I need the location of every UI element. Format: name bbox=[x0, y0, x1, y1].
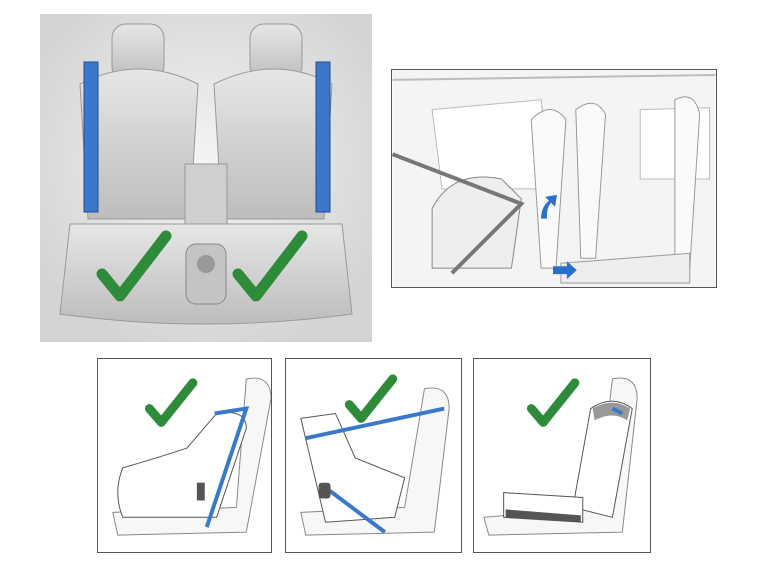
rear-facing-seat-illustration bbox=[97, 358, 272, 553]
arrow-right-icon bbox=[553, 261, 577, 280]
vehicle-seat bbox=[112, 377, 271, 536]
seat-back-folded bbox=[530, 109, 567, 269]
forward-facing-seat-illustration bbox=[285, 358, 462, 553]
center-armrest bbox=[184, 163, 228, 235]
child-seat bbox=[117, 412, 247, 518]
check-icon bbox=[144, 378, 198, 427]
check-icon bbox=[344, 374, 398, 423]
backrest-right bbox=[213, 68, 333, 220]
cushion bbox=[560, 252, 691, 284]
rear-seats-illustration bbox=[40, 14, 372, 342]
child-seat bbox=[431, 176, 522, 269]
booster-backrest bbox=[572, 400, 633, 518]
seat-back bbox=[674, 96, 701, 269]
seat-belt bbox=[611, 406, 624, 416]
seat-fold-illustration bbox=[391, 69, 717, 288]
seat-back bbox=[575, 102, 607, 259]
check-icon bbox=[232, 230, 308, 302]
seat-belt bbox=[324, 486, 387, 534]
seat-belt bbox=[392, 152, 525, 275]
cup-holder bbox=[185, 243, 227, 305]
buckle bbox=[196, 482, 205, 501]
seat-belt-left bbox=[83, 61, 99, 213]
vehicle-seat bbox=[300, 387, 450, 536]
seat-belt bbox=[204, 406, 250, 528]
tether-strap bbox=[305, 406, 445, 441]
buckle bbox=[318, 482, 331, 499]
seat-belt-right bbox=[315, 61, 331, 213]
check-icon bbox=[526, 378, 580, 427]
check-icon bbox=[96, 230, 172, 302]
booster-seat-illustration bbox=[473, 358, 651, 553]
arrow-up-icon bbox=[541, 194, 557, 219]
